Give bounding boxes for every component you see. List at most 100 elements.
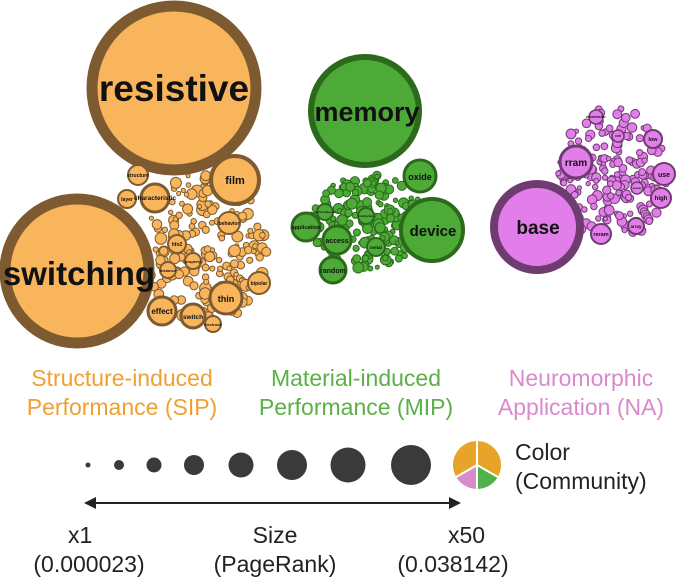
size-legend-dots: [85, 445, 431, 485]
sip-minor-node: [261, 246, 272, 257]
na-minor-node: [592, 143, 601, 152]
size-dot-6: [277, 450, 307, 480]
label-low: low: [648, 137, 658, 143]
node-application: [290, 211, 322, 243]
node-distance: [159, 261, 177, 279]
sip-minor-node: [244, 245, 253, 255]
na-minor-node: [615, 189, 623, 197]
sip-minor-node: [247, 227, 254, 235]
size-dot-8: [391, 445, 431, 485]
mip-minor-node: [345, 219, 354, 228]
caption-sip: Structure-induced Performance (SIP): [6, 364, 238, 422]
sip-minor-node: [204, 200, 212, 208]
na-minor-node: [611, 180, 622, 191]
na-minor-node: [645, 217, 654, 225]
size-dot-7: [330, 447, 366, 483]
node-hfo2: [167, 234, 187, 254]
mip-minor-node: [361, 254, 369, 262]
sip-minor-node: [154, 232, 168, 245]
sip-minor-node: [155, 255, 166, 266]
na-minor-node: [576, 185, 583, 191]
na-minor-node: [603, 216, 608, 222]
mip-minor-node: [351, 188, 360, 197]
sip-minor-node: [161, 226, 169, 234]
sip-minor-node: [204, 251, 216, 263]
label-array: array: [630, 224, 642, 229]
label-layer: layer: [121, 197, 133, 203]
caption-na: Neuromorphic Application (NA): [482, 364, 680, 422]
mip-major-nodes: [290, 54, 465, 285]
na-minor-node: [625, 156, 634, 165]
na-minor-node: [595, 215, 602, 222]
pie-divider-2: [476, 464, 499, 478]
label-high: high: [655, 196, 668, 202]
na-minor-node: [606, 180, 614, 188]
sip-minor-node: [228, 244, 241, 258]
mip-node-labels: memory device oxide application access r…: [291, 97, 456, 275]
node-thin: [208, 280, 244, 316]
label-behavior: behavior: [219, 221, 240, 227]
node-electrode: [204, 315, 222, 333]
label-cell: cell: [615, 134, 621, 138]
label-switch: switch: [183, 314, 203, 321]
label-access: access: [325, 238, 348, 245]
node-characteristic: [139, 182, 171, 214]
node-random: [318, 255, 348, 285]
na-minor-node: [638, 168, 647, 177]
caption-na-line1: Neuromorphic: [508, 365, 654, 391]
mip-minor-node: [392, 197, 399, 204]
label-bipolar: bipolar: [251, 281, 268, 287]
node-metal: [366, 237, 386, 257]
label-application: application: [291, 225, 321, 231]
sip-node-labels: resistive switching film characteristic …: [3, 68, 267, 327]
na-minor-node: [630, 108, 640, 119]
node-high: [650, 187, 672, 209]
node-cell: [611, 129, 625, 143]
size-title-block: Size (PageRank): [200, 521, 350, 579]
size-title: Size: [252, 522, 298, 548]
label-electrode: electrode: [204, 322, 223, 327]
node-power: [630, 181, 644, 195]
size-dot-4: [184, 455, 204, 475]
label-structure: structure: [127, 173, 149, 179]
node-effect: [146, 295, 178, 327]
mip-minor-node: [352, 244, 360, 252]
sip-minor-node: [255, 253, 264, 262]
na-minor-node: [627, 210, 634, 217]
na-minor-node: [613, 157, 623, 168]
mip-minor-node: [391, 177, 399, 184]
sip-minor-node: [176, 190, 182, 197]
mip-minor-node: [312, 238, 322, 248]
mip-minor-node: [394, 254, 403, 263]
sip-minor-node: [168, 209, 174, 216]
na-minor-node: [641, 157, 648, 164]
sip-minor-node: [159, 246, 169, 256]
na-minor-node: [555, 170, 562, 177]
node-resistive: [86, 0, 262, 176]
node-memory: [308, 54, 422, 168]
size-axis-arrow: [84, 497, 461, 509]
sip-minor-node: [209, 219, 215, 226]
na-minor-node: [613, 171, 621, 178]
size-dot-3: [146, 457, 162, 473]
node-memristor: [588, 109, 604, 125]
node-oxide: [402, 158, 438, 194]
node-reram: [590, 223, 612, 245]
mip-minor-node: [374, 264, 380, 270]
label-power: power: [633, 186, 643, 190]
label-thin: thin: [218, 294, 235, 304]
na-minor-node: [621, 227, 628, 234]
size-axis-arrowhead-left: [84, 497, 96, 509]
caption-mip-line1: Material-induced: [270, 365, 442, 391]
size-dot-5: [228, 452, 254, 478]
sip-minor-node: [183, 191, 190, 198]
label-property: property: [185, 259, 202, 264]
na-minor-node: [574, 137, 583, 145]
na-minor-node: [560, 179, 568, 187]
na-minor-node: [615, 211, 624, 221]
size-max-label: x50: [448, 522, 486, 548]
sip-minor-node: [203, 245, 212, 253]
size-dot-2: [114, 460, 124, 470]
label-use: use: [658, 172, 670, 179]
na-major-nodes: [490, 109, 676, 274]
